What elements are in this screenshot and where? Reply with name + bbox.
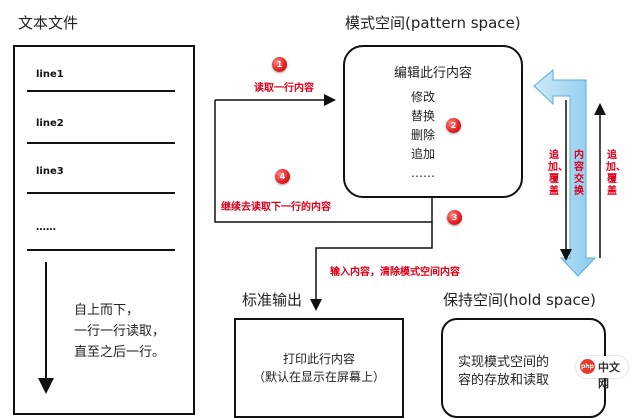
swap-arrow [533, 68, 597, 277]
note-line-3: 直至之后一行。 [74, 345, 166, 360]
append-overwrite-left-label: 追加、覆盖 [548, 150, 568, 197]
step-4-badge: 4 [275, 169, 290, 184]
ps-item-ellipsis: …… [411, 166, 435, 180]
text-file-line-ellipsis: …… [36, 222, 56, 233]
hold-line-1: 实现模式空间的 [458, 355, 550, 370]
stdout-line-1: 打印此行内容 [282, 352, 355, 366]
note-line-2: 一行一行读取， [74, 324, 166, 339]
note-line-1: 自上而下， [74, 303, 140, 318]
ps-item-delete: 删除 [410, 128, 435, 142]
output-arrow [310, 222, 433, 311]
step-4-label: 继续去读取下一行的内容 [221, 202, 331, 213]
ps-item-modify: 修改 [410, 90, 435, 104]
pattern-space-title: 模式空间(pattern space) [345, 14, 521, 32]
logo-text: 中文网 [598, 361, 620, 390]
content-swap-label: 内容交换 [574, 150, 584, 197]
text-file-line-3: line3 [36, 166, 64, 177]
text-file-title: 文本文件 [18, 14, 79, 32]
ps-item-append: 追加 [410, 147, 435, 161]
step-1-badge: 1 [272, 57, 287, 72]
text-file-line-2: line2 [36, 118, 64, 129]
standard-output-title: 标准输出 [242, 291, 303, 309]
step-1-label: 读取一行内容 [254, 83, 314, 94]
step-3-label: 输入内容，清除模式空间内容 [330, 267, 460, 278]
line-rule [27, 192, 175, 194]
step-3-badge: 3 [447, 210, 462, 225]
pattern-space-items: 修改 替换 删除 追加 …… [373, 88, 473, 183]
text-file-box [13, 45, 195, 415]
stdout-line-2: （默认在显示在屏幕上） [252, 370, 385, 384]
hold-space-title: 保持空间(hold space) [443, 291, 596, 309]
pattern-space-header: 编辑此行内容 [393, 66, 472, 81]
php-logo-icon: php [580, 359, 595, 374]
ps-item-replace: 替换 [410, 109, 435, 123]
append-overwrite-right-label: 追加、覆盖 [606, 150, 626, 197]
pattern-space-box [343, 45, 523, 198]
line-rule [27, 142, 175, 144]
text-file-line-1: line1 [36, 69, 64, 80]
php-chinese-logo: php 中文网 [576, 356, 628, 390]
text-file-note: 自上而下， 一行一行读取， 直至之后一行。 [74, 300, 165, 363]
flow-arrows [38, 68, 606, 394]
hold-line-2: 容的存放和读取 [458, 373, 550, 388]
line-rule [27, 249, 175, 251]
hold-space-text: 实现模式空间的 容的存放和读取 [458, 354, 549, 390]
step-2-badge: 2 [446, 118, 461, 133]
loop-arrow [214, 100, 433, 223]
standard-output-text: 打印此行内容 （默认在显示在屏幕上） [234, 350, 404, 386]
line-rule [27, 90, 175, 92]
